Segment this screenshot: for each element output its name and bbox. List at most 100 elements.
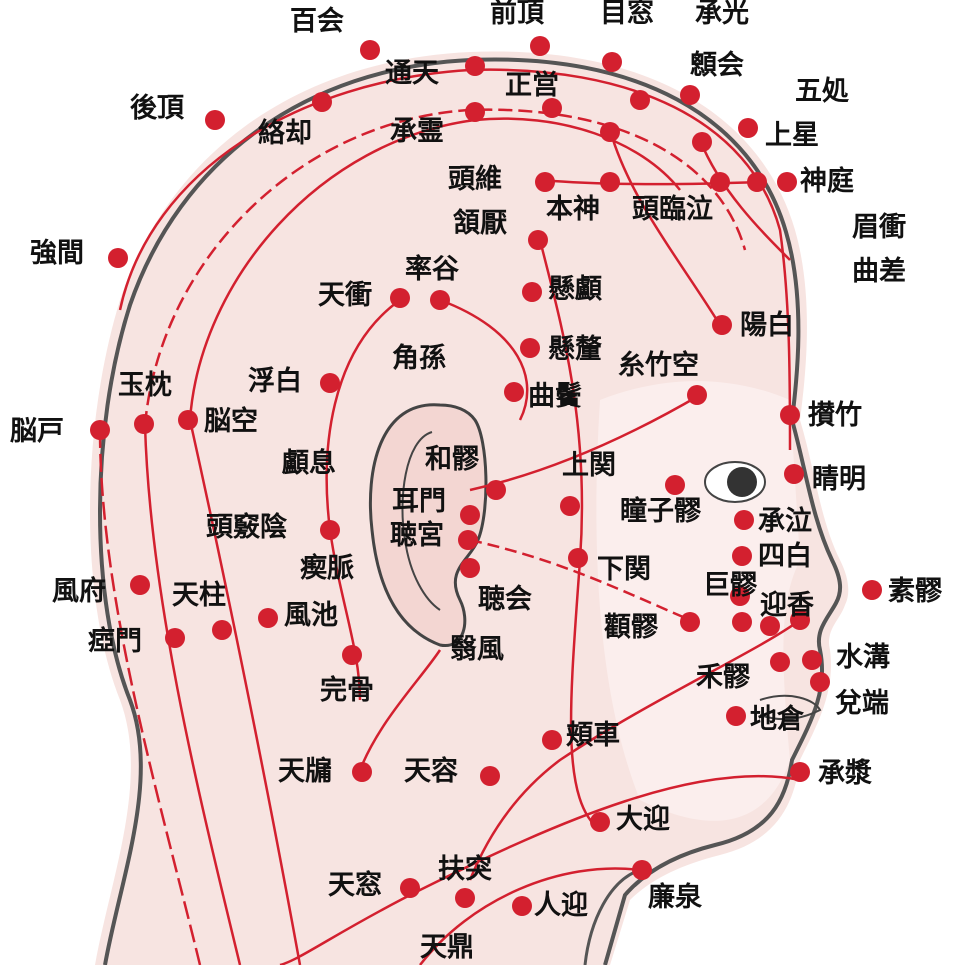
acupoint-marker <box>520 338 540 358</box>
label-shoko: 承光 <box>695 0 749 29</box>
acupoint-marker <box>770 652 790 672</box>
label-gocho: 後頂 <box>130 93 184 124</box>
acupoint-marker <box>320 373 340 393</box>
label-kyosha: 頬車 <box>566 720 620 751</box>
neck-outline <box>583 868 641 965</box>
label-jimon: 耳門 <box>392 486 446 517</box>
label-kyokan: 強間 <box>30 238 84 269</box>
acupoint-marker <box>165 628 185 648</box>
label-jokan: 上関 <box>562 450 616 481</box>
label-shosho: 承漿 <box>818 758 872 789</box>
label-kyokusa: 曲差 <box>852 256 906 287</box>
label-shokyu: 承泣 <box>758 506 812 537</box>
acupoint-marker <box>212 620 232 640</box>
acupoint-marker <box>726 706 746 726</box>
acupoint-marker <box>790 610 810 630</box>
ear-shape <box>368 403 488 647</box>
label-tenchu: 天柱 <box>172 580 226 611</box>
label-sokkoku: 率谷 <box>405 254 459 285</box>
acupoint-marker <box>630 90 650 110</box>
label-eifu: 翳風 <box>450 634 504 665</box>
label-noku: 脳空 <box>204 406 258 437</box>
acupoint-marker <box>730 586 750 606</box>
acupoint-marker <box>560 496 580 516</box>
label-gango: 顖会 <box>690 50 744 81</box>
label-honjin: 本神 <box>546 194 600 225</box>
acupoint-marker <box>862 580 882 600</box>
acupoint-marker <box>680 612 700 632</box>
acupoint-marker <box>400 878 420 898</box>
acupoint-marker <box>130 575 150 595</box>
eye-iris <box>727 467 757 497</box>
acupoint-marker <box>602 52 622 72</box>
acupoint-marker <box>732 546 752 566</box>
label-seimei: 睛明 <box>812 464 866 495</box>
acupoint-marker <box>108 248 128 268</box>
label-fuchi: 風池 <box>284 600 338 631</box>
label-hyakue: 百会 <box>290 6 344 37</box>
label-yohaku: 陽白 <box>740 310 794 341</box>
label-datan: 兌端 <box>835 688 889 719</box>
acupoint-marker <box>687 385 707 405</box>
acupoint-marker <box>780 405 800 425</box>
label-gyokuchin: 玉枕 <box>118 370 172 401</box>
label-fuhaku: 浮白 <box>248 366 302 397</box>
label-chiso: 地倉 <box>750 704 804 735</box>
label-choe: 聴会 <box>478 584 532 615</box>
acupoint-marker <box>784 464 804 484</box>
label-kanryo: 顴髎 <box>604 612 658 643</box>
acupoint-marker <box>460 505 480 525</box>
label-tsuten: 通天 <box>385 58 439 89</box>
label-shichikuku: 糸竹空 <box>618 350 699 381</box>
label-fufu: 風府 <box>52 576 106 607</box>
label-daigei: 大迎 <box>616 804 670 835</box>
acupoint-marker <box>465 56 485 76</box>
label-geiko: 迎香 <box>760 590 814 621</box>
acupoint-marker <box>535 172 555 192</box>
label-doshiryo: 瞳子髎 <box>620 496 701 527</box>
label-tenyu: 天牖 <box>278 756 332 787</box>
acupoint-marker <box>590 812 610 832</box>
acupoint-marker <box>680 85 700 105</box>
acupoint-marker <box>430 290 450 310</box>
label-shorei: 承霊 <box>390 116 444 147</box>
label-toi: 頭維 <box>448 164 502 195</box>
acupoint-marker <box>568 548 588 568</box>
label-torinkyu: 頭臨泣 <box>632 194 713 225</box>
label-shintei: 神庭 <box>800 166 854 197</box>
acupoint-marker <box>777 172 797 192</box>
head-outline <box>98 57 843 965</box>
label-tenyo: 天容 <box>404 756 458 787</box>
label-kenro: 懸顱 <box>548 274 602 305</box>
label-noko: 脳戸 <box>10 416 64 447</box>
label-ro-soku: 顱息 <box>282 448 336 479</box>
acupoint-marker <box>455 888 475 908</box>
acupoint-marker <box>692 132 712 152</box>
point-markers <box>90 36 882 916</box>
acupoint-marker <box>460 558 480 578</box>
acupoint-marker <box>312 92 332 112</box>
mouth-shape <box>759 694 822 721</box>
acupoint-marker <box>790 762 810 782</box>
label-soryo: 素髎 <box>888 576 942 607</box>
label-mokuso: 目窓 <box>600 0 654 29</box>
acupoint-marker <box>600 172 620 192</box>
acupoint-marker <box>760 616 780 636</box>
acupoint-marker <box>632 860 652 880</box>
label-suiko: 水溝 <box>836 642 890 673</box>
label-zencho: 前頂 <box>490 0 544 29</box>
label-bisho: 眉衝 <box>852 212 906 243</box>
acupoint-marker <box>542 730 562 750</box>
acupoint-marker <box>134 414 154 434</box>
acupoint-marker <box>342 645 362 665</box>
acupoint-marker <box>512 896 532 916</box>
acupoint-marker <box>528 230 548 250</box>
acupoint-marker <box>712 315 732 335</box>
label-sanchiku: 攅竹 <box>808 400 862 431</box>
label-jingei: 人迎 <box>534 890 588 921</box>
acupoint-marker <box>320 520 340 540</box>
label-kenri: 懸釐 <box>548 334 602 365</box>
acupoint-marker <box>360 40 380 60</box>
label-keimyaku: 瘈脈 <box>300 553 354 584</box>
